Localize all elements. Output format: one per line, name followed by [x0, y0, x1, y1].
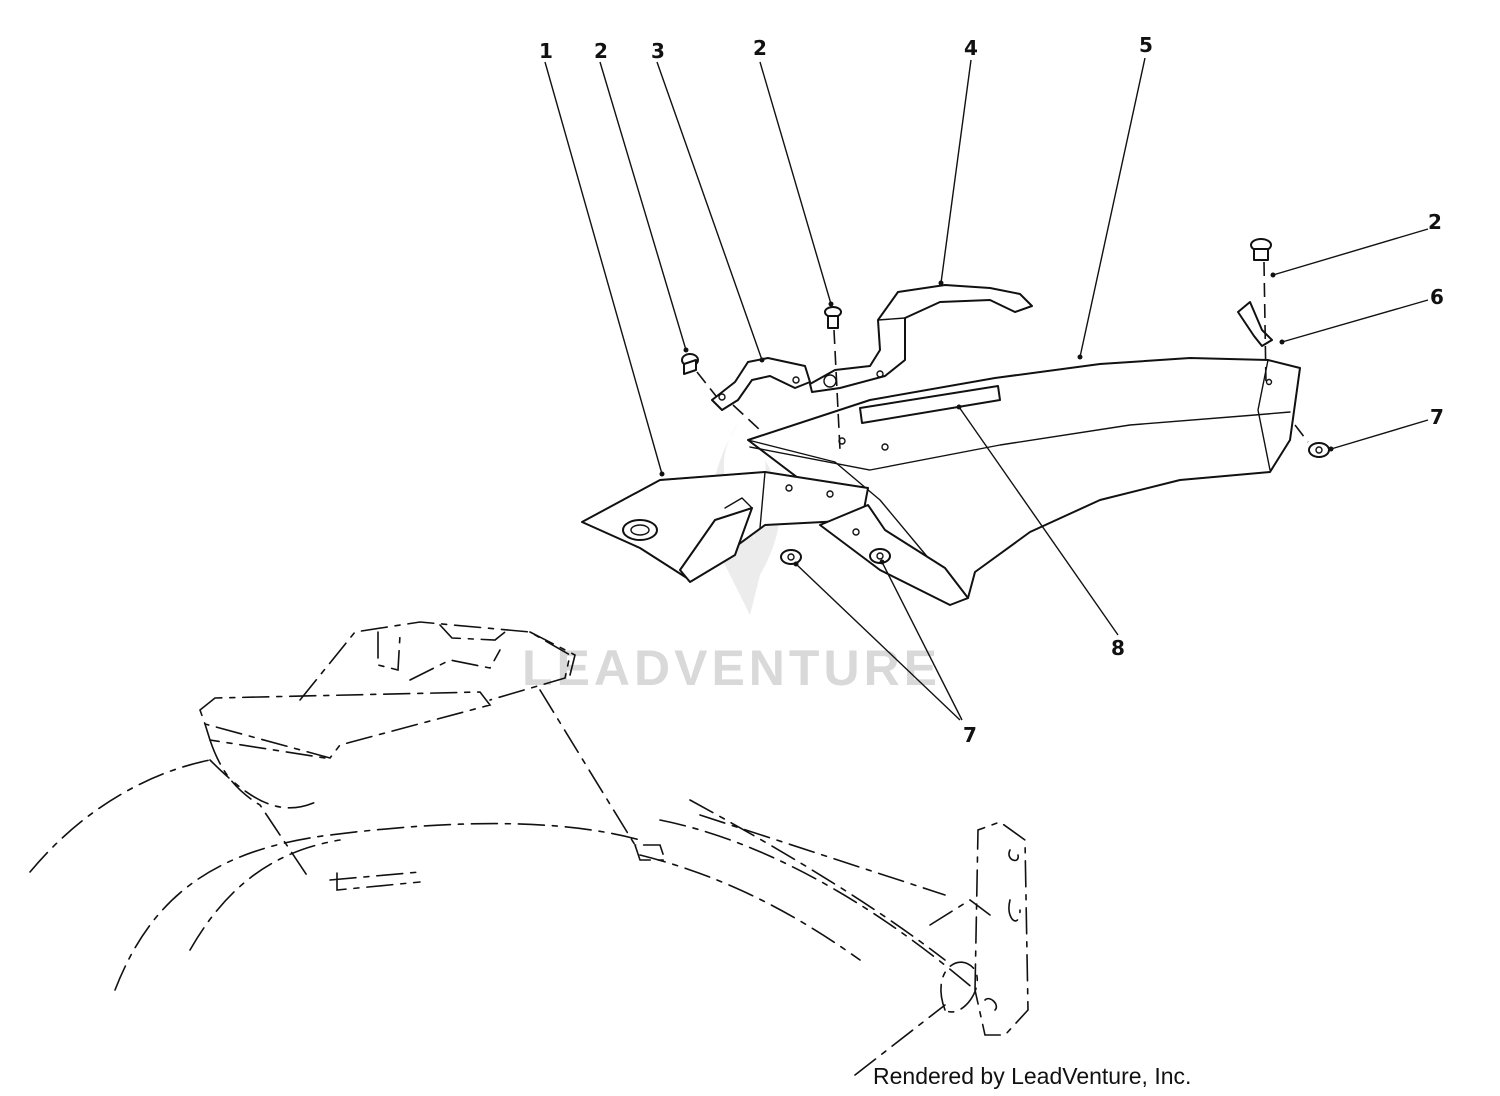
callout-3: 3 — [651, 39, 665, 63]
leader-lines — [544, 57, 1429, 721]
callout-8: 8 — [1111, 636, 1125, 660]
callout-5: 5 — [1139, 33, 1153, 57]
clip — [1237, 301, 1273, 347]
callout-1: 1 — [539, 39, 553, 63]
callout-4: 4 — [964, 36, 978, 60]
bracket — [711, 357, 811, 411]
callout-7b: 7 — [963, 723, 977, 747]
nut-right — [1308, 442, 1330, 458]
chute-body — [747, 357, 1301, 604]
bolt-right — [1250, 238, 1272, 261]
callout-2a: 2 — [594, 39, 608, 63]
bolt-left — [681, 353, 699, 375]
watermark-text: LEADVENTURE — [522, 640, 941, 696]
decal — [859, 385, 1001, 424]
handle — [809, 284, 1033, 393]
nut-lower-left — [780, 549, 802, 565]
leadventure-watermark: LEADVENTURE — [522, 420, 941, 696]
mower-housing — [29, 621, 1029, 1076]
credit-text: Rendered by LeadVenture, Inc. — [873, 1063, 1191, 1089]
callout-2c: 2 — [1428, 210, 1442, 234]
chute-assembly — [581, 238, 1330, 606]
callout-labels: 1 2 3 2 4 5 2 6 7 8 7 — [539, 33, 1444, 747]
callout-6: 6 — [1430, 285, 1444, 309]
callout-2b: 2 — [753, 36, 767, 60]
bolt-center — [824, 306, 842, 329]
washer — [622, 519, 658, 541]
callout-7a: 7 — [1430, 405, 1444, 429]
